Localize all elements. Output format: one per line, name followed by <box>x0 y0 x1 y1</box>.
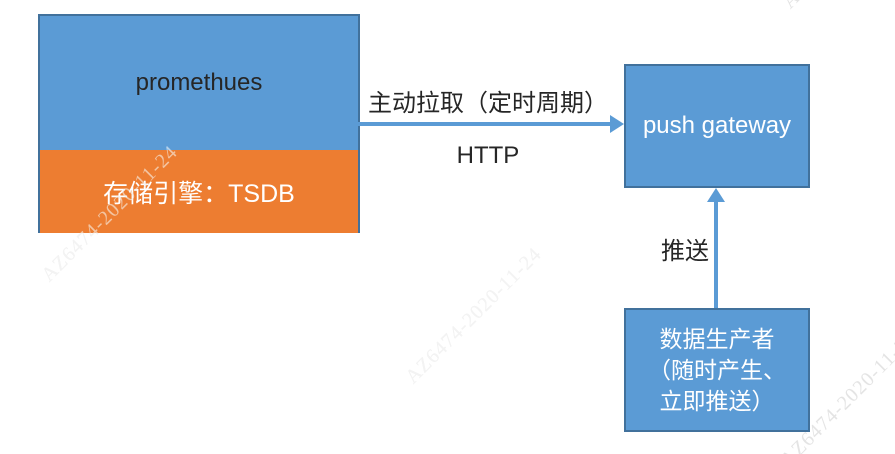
data-producer-label: 数据生产者 （随时产生、 立即推送） <box>648 324 786 417</box>
data-producer-line3: 立即推送） <box>659 387 775 414</box>
push-gateway-node: push gateway <box>624 64 810 188</box>
data-producer-node: 数据生产者 （随时产生、 立即推送） <box>624 308 810 432</box>
push-arrow-line <box>714 200 718 308</box>
watermark: AZ6474-2020-11-24 <box>401 243 547 389</box>
pull-protocol-label: HTTP <box>456 142 520 169</box>
pull-arrow-label: 主动拉取（定时周期） <box>368 90 608 117</box>
watermark: AZ6474-2020-11-24 <box>778 0 895 14</box>
watermark: AZ6474-2020-11-24 <box>401 243 547 389</box>
push-arrow-head-icon <box>707 188 725 202</box>
pull-arrow-line <box>358 122 612 126</box>
data-producer-line2: （随时产生、 <box>648 356 786 383</box>
storage-engine-label: 存储引擎：TSDB <box>103 179 295 208</box>
pull-arrow-head-icon <box>610 115 624 133</box>
push-arrow-label: 推送 <box>661 238 709 265</box>
prometheus-node: promethues 存储引擎：TSDB <box>38 14 360 233</box>
storage-engine-section: 存储引擎：TSDB <box>40 150 358 233</box>
prometheus-section: promethues <box>40 16 358 150</box>
prometheus-label: promethues <box>135 69 263 96</box>
push-gateway-label: push gateway <box>642 112 792 139</box>
data-producer-line1: 数据生产者 <box>659 325 775 352</box>
